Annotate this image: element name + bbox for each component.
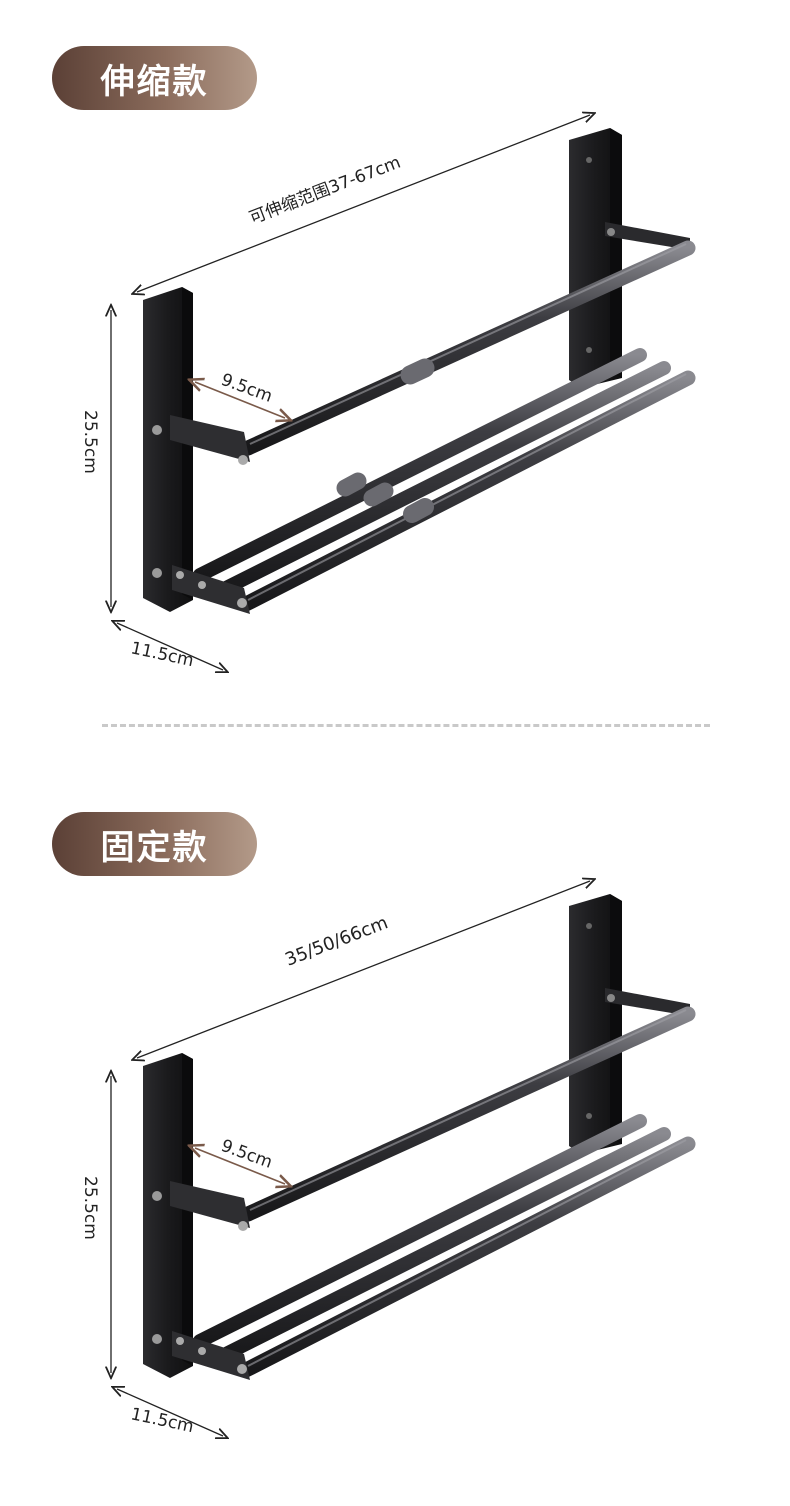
lower-rails — [193, 1114, 696, 1378]
front-mount-plate — [143, 287, 193, 612]
back-upper-bracket — [605, 988, 690, 1016]
variant-badge: 固定款 — [52, 812, 257, 876]
back-mount-plate — [569, 128, 622, 388]
back-upper-bracket — [605, 222, 690, 250]
telescopic-joint — [400, 358, 435, 385]
rail-gap-label: 9.5cm — [218, 1136, 275, 1173]
width-label: 35/50/66cm — [282, 912, 391, 970]
front-upper-bracket — [170, 1181, 250, 1231]
front-upper-bracket — [170, 415, 250, 465]
upper-rail — [240, 240, 696, 456]
depth-dimension-line — [117, 1389, 223, 1436]
fixed-section: 35/50/66cm 25.5cm 11.5cm 9.5cm 固定款 — [0, 766, 790, 1506]
front-lower-bracket — [172, 1331, 250, 1380]
telescopic-section: 可伸缩范围37-67cm 25.5cm 11.5cm 9.5cm 伸缩款 — [0, 0, 790, 740]
depth-dimension-line — [117, 623, 223, 670]
rail-gap-label: 9.5cm — [218, 370, 275, 407]
rack-illustration: 35/50/66cm 25.5cm 11.5cm 9.5cm — [80, 766, 696, 1506]
rail-gap-dimension-line — [195, 382, 285, 418]
height-label: 25.5cm — [80, 410, 100, 474]
section-divider — [102, 724, 710, 727]
lower-rails — [193, 348, 696, 612]
width-label: 可伸缩范围37-67cm — [247, 153, 404, 229]
rack-illustration: 可伸缩范围37-67cm 25.5cm 11.5cm 9.5cm — [80, 0, 696, 740]
rail-gap-dimension-line — [195, 1148, 285, 1184]
front-lower-bracket — [172, 565, 250, 614]
variant-badge: 伸缩款 — [52, 46, 257, 110]
back-mount-plate — [569, 894, 622, 1154]
front-mount-plate — [143, 1053, 193, 1378]
height-label: 25.5cm — [80, 1176, 100, 1240]
width-dimension-line — [137, 881, 590, 1058]
upper-rail — [240, 1006, 696, 1222]
width-dimension-line — [137, 115, 590, 292]
